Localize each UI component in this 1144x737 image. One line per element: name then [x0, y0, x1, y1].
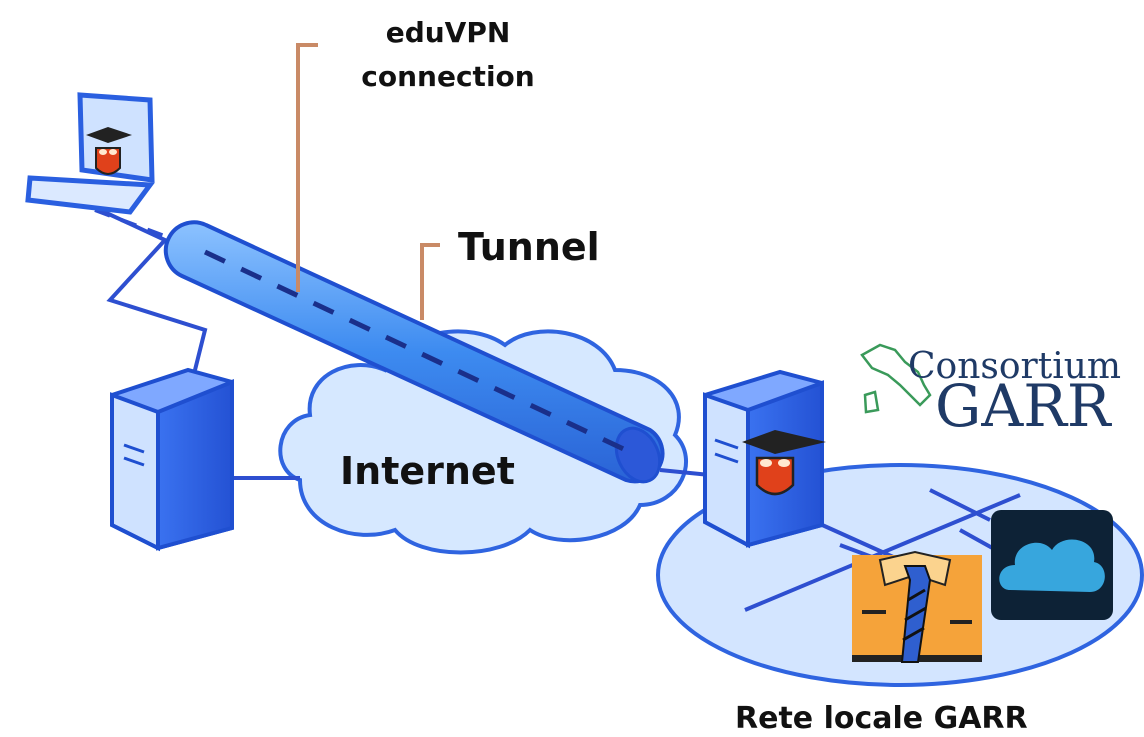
callout-lines [296, 43, 440, 320]
tunnel-tube [163, 220, 665, 484]
logo-line1: Consortium [908, 346, 1121, 387]
internet-label: Internet [340, 449, 515, 493]
tunnel-label: Tunnel [458, 225, 600, 269]
cloud-service-icon [991, 510, 1113, 620]
staff-person-icon [852, 550, 982, 663]
connections [94, 208, 711, 480]
italy-map-icon [860, 343, 932, 407]
server-eduvpn-shield-icon [742, 430, 826, 496]
laptop-eduvpn-shield-icon [86, 127, 132, 175]
eduvpn-label-line2: connection [361, 60, 534, 93]
laptop-device [25, 92, 155, 215]
consortium-garr-logo: Consortium GARR [860, 343, 1121, 440]
eduvpn-label-line1: eduVPN [386, 16, 511, 49]
internet-cloud [278, 329, 688, 555]
internet-server [110, 367, 234, 552]
local-network-label: Rete locale GARR [735, 701, 1028, 736]
logo-line2: GARR [935, 372, 1113, 440]
